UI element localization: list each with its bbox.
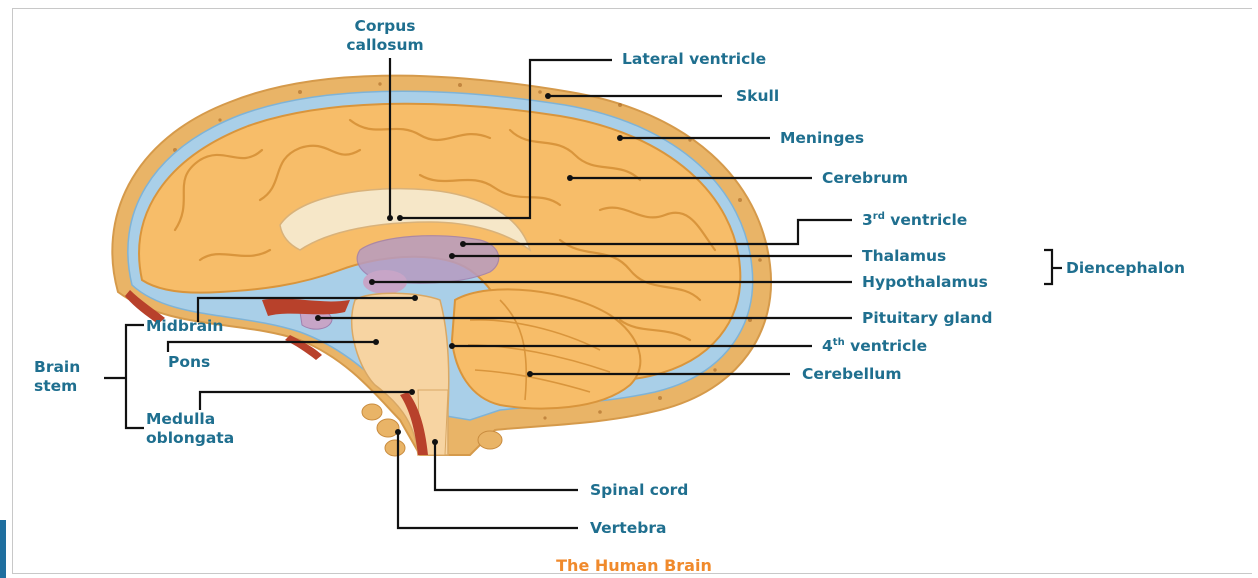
label-medulla-line2: oblongata — [146, 429, 234, 447]
label-third-ventricle-sup: rd — [873, 211, 885, 222]
diagram-caption: The Human Brain — [556, 556, 712, 575]
label-meninges: Meninges — [780, 129, 864, 147]
label-pons: Pons — [168, 353, 210, 371]
label-midbrain: Midbrain — [146, 317, 223, 335]
label-cerebellum: Cerebellum — [802, 365, 901, 383]
label-medulla-line1: Medulla — [146, 410, 215, 428]
label-hypothalamus: Hypothalamus — [862, 273, 988, 291]
label-fourth-ventricle: 4th ventricle — [822, 337, 927, 355]
label-fourth-ventricle-num: 4 — [822, 337, 833, 355]
label-brain-stem-line2: stem — [34, 377, 77, 395]
label-diencephalon: Diencephalon — [1066, 259, 1185, 277]
label-corpus-callosum-line1: Corpus — [354, 17, 415, 35]
label-third-ventricle: 3rd ventricle — [862, 211, 967, 229]
label-lateral-ventricle: Lateral ventricle — [622, 50, 766, 68]
label-cerebrum: Cerebrum — [822, 169, 908, 187]
label-spinal-cord: Spinal cord — [590, 481, 688, 499]
label-third-ventricle-num: 3 — [862, 211, 873, 229]
label-fourth-ventricle-text: ventricle — [845, 337, 927, 355]
label-thalamus: Thalamus — [862, 247, 946, 265]
label-pituitary-gland: Pituitary gland — [862, 309, 992, 327]
label-corpus-callosum-line2: callosum — [346, 36, 423, 54]
label-skull: Skull — [736, 87, 779, 105]
label-vertebra: Vertebra — [590, 519, 666, 537]
label-brain-stem-line1: Brain — [34, 358, 80, 376]
label-fourth-ventricle-sup: th — [833, 337, 845, 348]
label-third-ventricle-text: ventricle — [885, 211, 967, 229]
